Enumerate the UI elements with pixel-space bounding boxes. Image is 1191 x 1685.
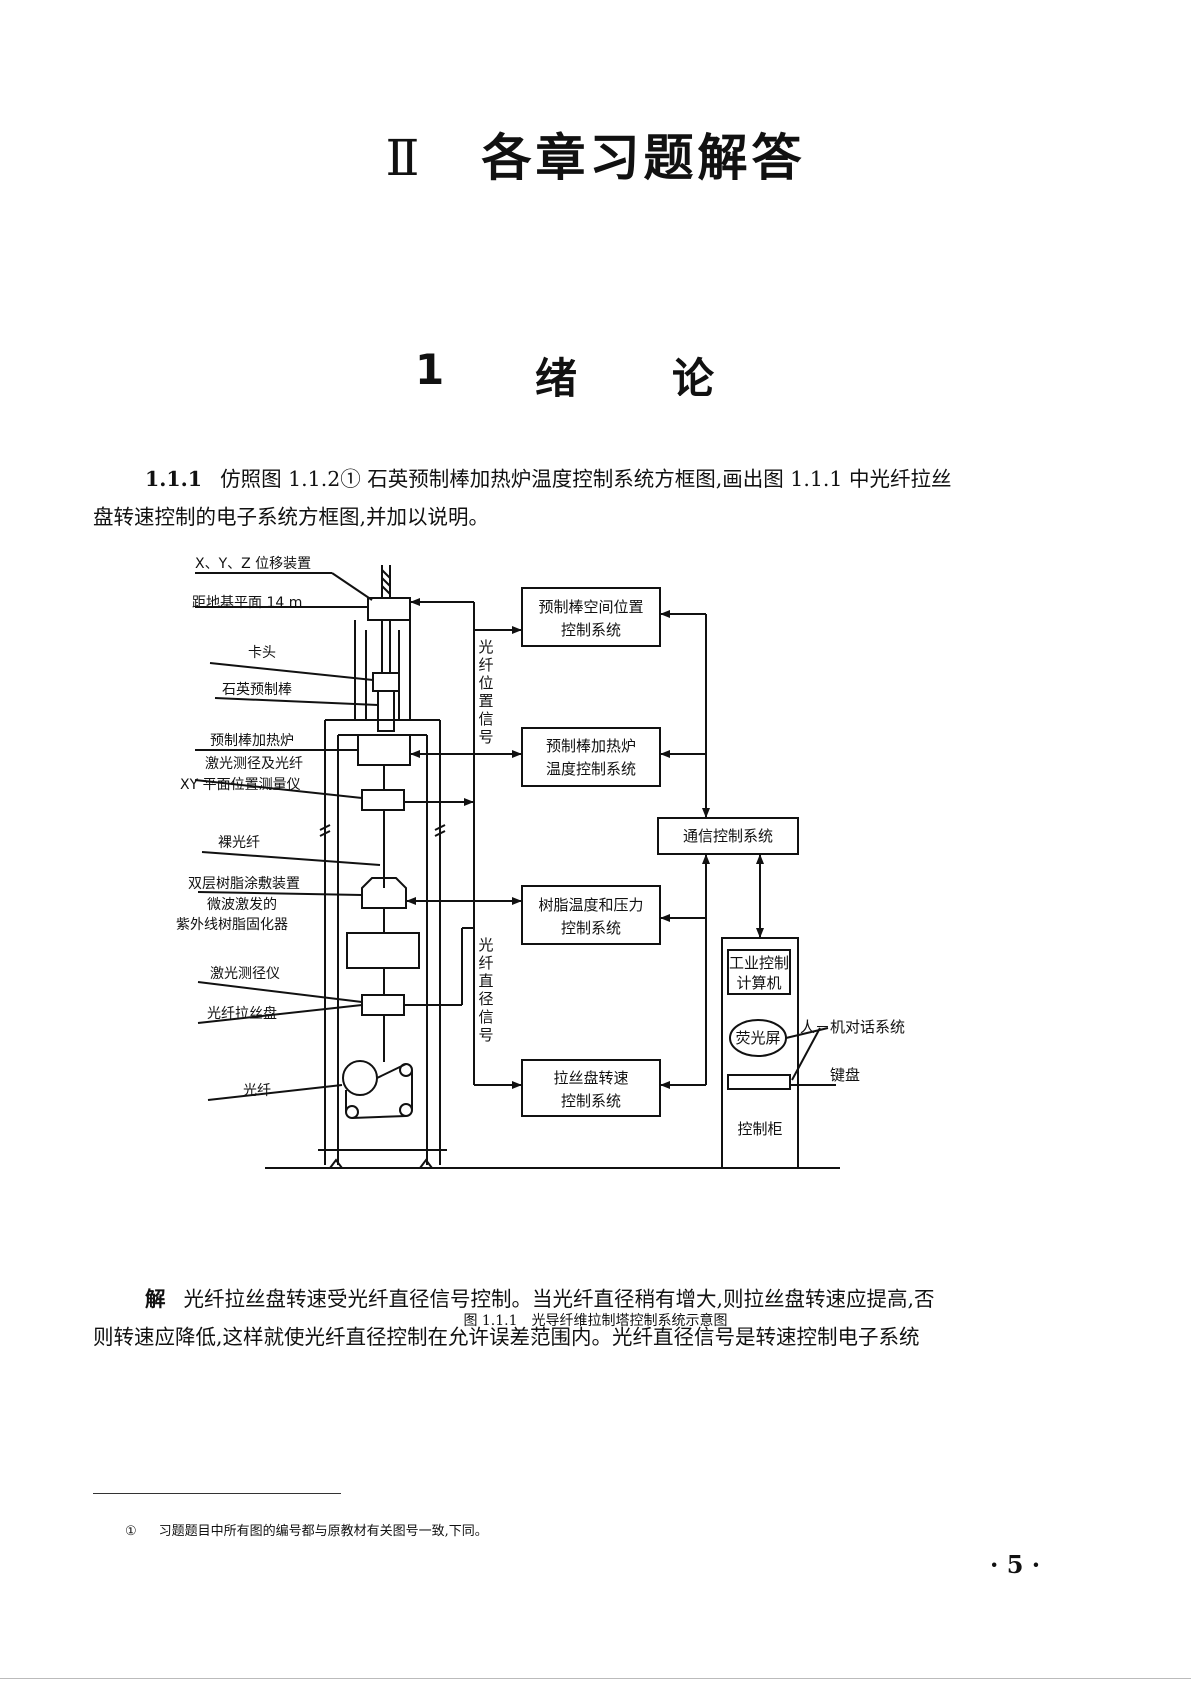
signal-diameter-char-6: 号 xyxy=(478,1026,493,1044)
keyboard-label: 键盘 xyxy=(830,1066,860,1084)
chapter-title-char-1: 绪 xyxy=(535,354,578,403)
laser-gauge-2 xyxy=(361,994,405,1016)
footnote-text: 习题题目中所有图的编号都与原教材有关图号一致,下同。 xyxy=(158,1524,488,1539)
solution-label: 解 xyxy=(145,1287,166,1311)
label-preform: 石英预制棒 xyxy=(222,681,292,698)
signal-position-char-5: 信 xyxy=(478,710,493,728)
label-uv-1: 微波激发的 xyxy=(207,896,277,913)
label-xyz: X、Y、Z 位移装置 xyxy=(195,556,311,572)
comm-box-label: 通信控制系统 xyxy=(683,827,773,845)
label-height: 距地基平面 14 m xyxy=(192,594,302,611)
temp-box-line-1: 预制棒加热炉 xyxy=(546,737,636,755)
screen-label: 荧光屏 xyxy=(735,1029,780,1047)
problem-text-line-1: 仿照图 1.1.2① 石英预制棒加热炉温度控制系统方框图,画出图 1.1.1 中… xyxy=(220,467,952,491)
part-roman-numeral: Ⅱ xyxy=(385,129,424,187)
solution-text-line-1: 光纤拉丝盘转速受光纤直径信号控制。当光纤直径稍有增大,则拉丝盘转速应提高,否 xyxy=(183,1287,935,1311)
draw-drum xyxy=(342,1060,378,1096)
speed-box-line-2: 控制系统 xyxy=(561,1092,621,1110)
part-title: Ⅱ 各章习题解答 xyxy=(0,118,1191,190)
label-bare-fiber: 裸光纤 xyxy=(218,835,260,851)
signal-position-char-3: 位 xyxy=(478,674,493,692)
signal-position-char-2: 纤 xyxy=(478,656,493,674)
label-fiber: 光纤 xyxy=(243,1083,271,1099)
label-furnace: 预制棒加热炉 xyxy=(210,733,294,749)
footnote-mark: ① xyxy=(125,1524,137,1539)
problem-statement: 1.1.1 仿照图 1.1.2① 石英预制棒加热炉温度控制系统方框图,画出图 1.… xyxy=(93,460,1098,536)
temperature-control-box xyxy=(521,727,661,787)
computer-line-2: 计算机 xyxy=(736,974,781,992)
hmi-label: 人－机对话系统 xyxy=(800,1018,905,1036)
problem-text-line-2: 盘转速控制的电子系统方框图,并加以说明。 xyxy=(93,505,490,529)
label-gauge: 激光测径仪 xyxy=(210,965,280,982)
resin-control-box xyxy=(521,885,661,945)
resin-box-line-2: 控制系统 xyxy=(561,919,621,937)
cabinet-label: 控制柜 xyxy=(737,1120,782,1138)
position-control-box xyxy=(521,587,661,647)
xyz-stage xyxy=(367,597,411,621)
uv-curer xyxy=(346,932,420,969)
chapter-number: 1 xyxy=(415,345,445,394)
speed-box-line-1: 拉丝盘转速 xyxy=(553,1069,628,1087)
chapter-title-char-2: 论 xyxy=(672,354,715,403)
position-box-line-2: 控制系统 xyxy=(561,621,621,639)
comm-control-box xyxy=(657,817,799,855)
figure-caption: 图 1.1.1 光导纤维拉制塔控制系统示意图 xyxy=(463,1313,728,1329)
speed-control-box xyxy=(521,1059,661,1117)
footnote: ① 习题题目中所有图的编号都与原教材有关图号一致,下同。 xyxy=(125,1520,488,1539)
furnace xyxy=(357,734,411,766)
label-drum: 光纤拉丝盘 xyxy=(207,1005,277,1022)
temp-box-line-2: 温度控制系统 xyxy=(546,760,636,778)
laser-gauge-1 xyxy=(361,789,405,811)
signal-position-char-6: 号 xyxy=(478,728,493,746)
part-title-text: 各章习题解答 xyxy=(481,129,806,187)
solution-paragraph: 解光纤拉丝盘转速受光纤直径信号控制。当光纤直径稍有增大,则拉丝盘转速应提高,否 … xyxy=(93,1280,1098,1356)
label-coating: 双层树脂涂敷装置 xyxy=(188,876,300,892)
solution-text-line-2: 则转速应降低,这样就使光纤直径控制在允许误差范围内。光纤直径信号是转速控制电子系… xyxy=(93,1325,920,1349)
footnote-rule xyxy=(93,1493,341,1494)
chuck xyxy=(372,672,400,692)
position-box-line-1: 预制棒空间位置 xyxy=(538,598,643,616)
signal-position-char-1: 光 xyxy=(478,638,493,656)
signal-diameter-char-2: 纤 xyxy=(478,954,493,972)
computer-line-1: 工业控制 xyxy=(729,954,789,972)
resin-coater xyxy=(361,877,407,909)
signal-diameter-char-5: 信 xyxy=(478,1008,493,1026)
signal-diameter-char-1: 光 xyxy=(478,936,493,954)
problem-number: 1.1.1 xyxy=(145,467,203,491)
label-laser-xy-2: XY 平面位置测量仪 xyxy=(180,777,301,793)
label-uv-2: 紫外线树脂固化器 xyxy=(176,917,288,933)
fiber-draw-tower-figure: X、Y、Z 位移装置 距地基平面 14 m 卡头 石英预制棒 预制棒加热炉 激光… xyxy=(176,556,905,1169)
resin-box-line-1: 树脂温度和压力 xyxy=(538,896,643,914)
signal-diameter-char-4: 径 xyxy=(478,990,493,1008)
label-chuck: 卡头 xyxy=(248,645,276,661)
preform-rod xyxy=(377,690,395,732)
page-number: · 5 · xyxy=(990,1550,1041,1579)
signal-diameter-char-3: 直 xyxy=(478,972,493,990)
signal-position-char-4: 置 xyxy=(478,692,493,710)
label-laser-xy-1: 激光测径及光纤 xyxy=(205,755,303,772)
scan-edge-line xyxy=(0,1678,1191,1679)
